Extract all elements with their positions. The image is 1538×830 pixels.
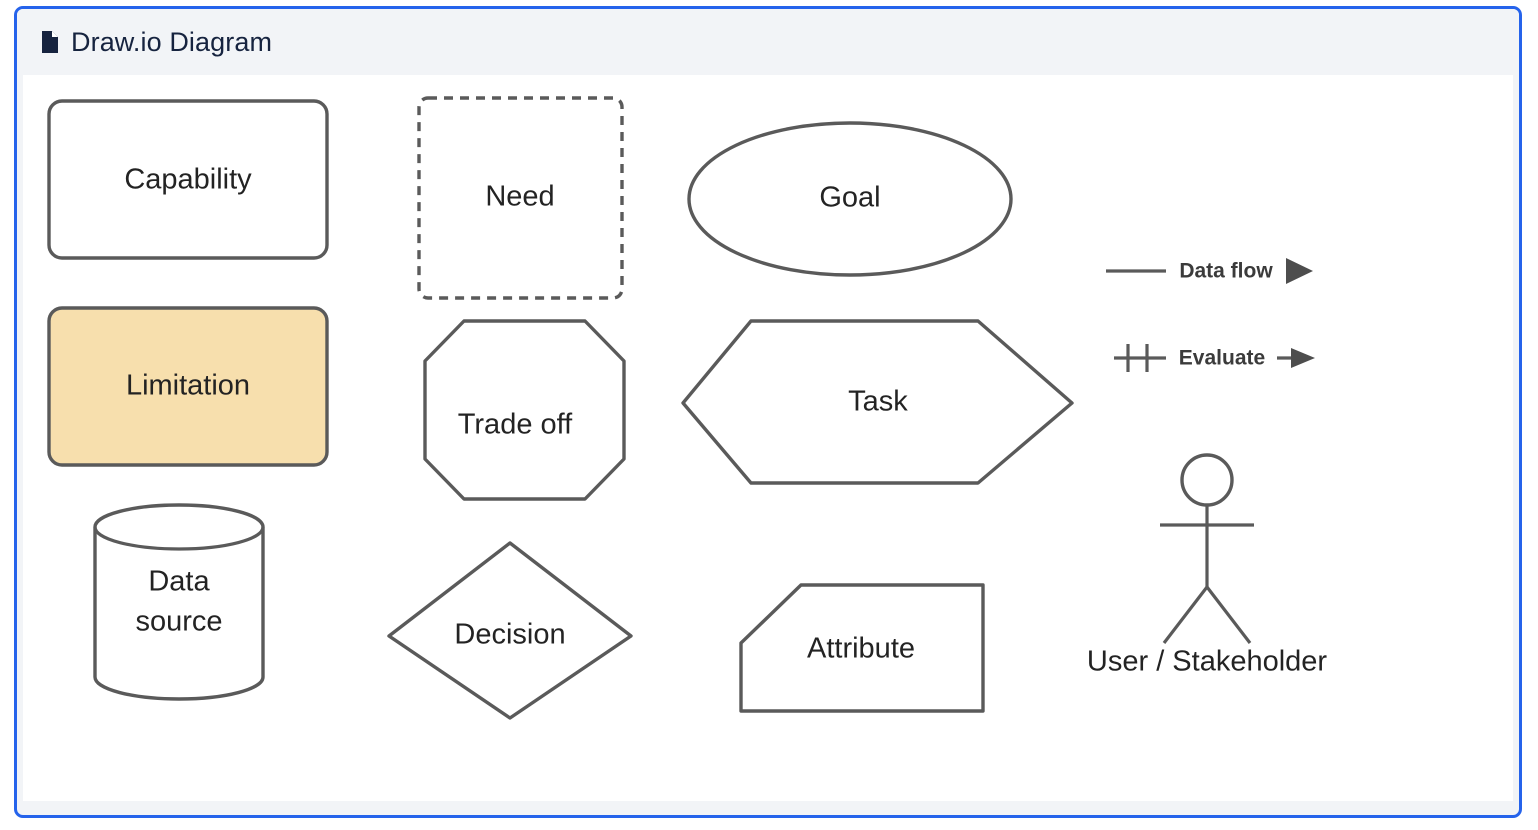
connector-data-flow[interactable]: Data flow: [1106, 258, 1313, 284]
diagram-canvas[interactable]: Capability Limitation Data source: [23, 75, 1513, 801]
shape-decision[interactable]: Decision: [387, 541, 633, 720]
shape-trade-off[interactable]: Trade off: [423, 319, 626, 501]
limitation-rect: [47, 306, 329, 467]
data-flow-label: Data flow: [1179, 260, 1273, 283]
data-source-label-line1: Data: [148, 566, 210, 598]
data-source-top-ellipse: [93, 526, 265, 551]
trade-off-octagon: [423, 319, 626, 501]
diagram-svg: Capability Limitation Data source: [47, 96, 1328, 720]
actor-label: User / Stakeholder: [1087, 646, 1328, 678]
document-icon: [42, 31, 58, 53]
data-flow-arrowhead-icon: [1286, 258, 1313, 284]
actor-left-leg-icon: [1162, 586, 1209, 644]
panel-header: Draw.io Diagram: [17, 9, 1519, 75]
task-hexagon: [681, 319, 1074, 485]
capability-rect: [47, 99, 329, 260]
attribute-polygon: [739, 583, 985, 713]
data-source-label-line2: source: [135, 606, 222, 638]
connector-evaluate[interactable]: Evaluate: [1114, 344, 1315, 372]
page-title: Draw.io Diagram: [71, 26, 273, 57]
decision-diamond: [387, 541, 633, 720]
actor-head-icon: [1180, 453, 1234, 507]
need-label: Need: [485, 181, 554, 213]
trade-off-label: Trade off: [458, 409, 573, 441]
shape-capability[interactable]: Capability: [47, 99, 329, 260]
evaluate-arrowhead-icon: [1291, 348, 1315, 368]
shape-data-source[interactable]: Data source: [93, 503, 265, 701]
shape-goal[interactable]: Goal: [687, 121, 1013, 277]
goal-ellipse: [687, 121, 1013, 277]
drawio-panel: Draw.io Diagram Capability Limitation: [14, 6, 1522, 818]
shape-need[interactable]: Need: [417, 96, 624, 300]
shape-limitation[interactable]: Limitation: [47, 306, 329, 467]
shape-attribute[interactable]: Attribute: [739, 583, 985, 713]
goal-label: Goal: [819, 182, 880, 214]
need-rect: [417, 96, 624, 300]
data-source-body: [93, 503, 265, 701]
attribute-label: Attribute: [807, 633, 915, 665]
actor-right-leg-icon: [1205, 586, 1252, 644]
decision-label: Decision: [454, 619, 565, 651]
shape-task[interactable]: Task: [681, 319, 1074, 485]
limitation-label: Limitation: [126, 370, 250, 402]
evaluate-label: Evaluate: [1179, 347, 1265, 370]
task-label: Task: [848, 386, 908, 418]
actor-user-stakeholder[interactable]: User / Stakeholder: [1087, 453, 1328, 678]
capability-label: Capability: [124, 164, 252, 196]
